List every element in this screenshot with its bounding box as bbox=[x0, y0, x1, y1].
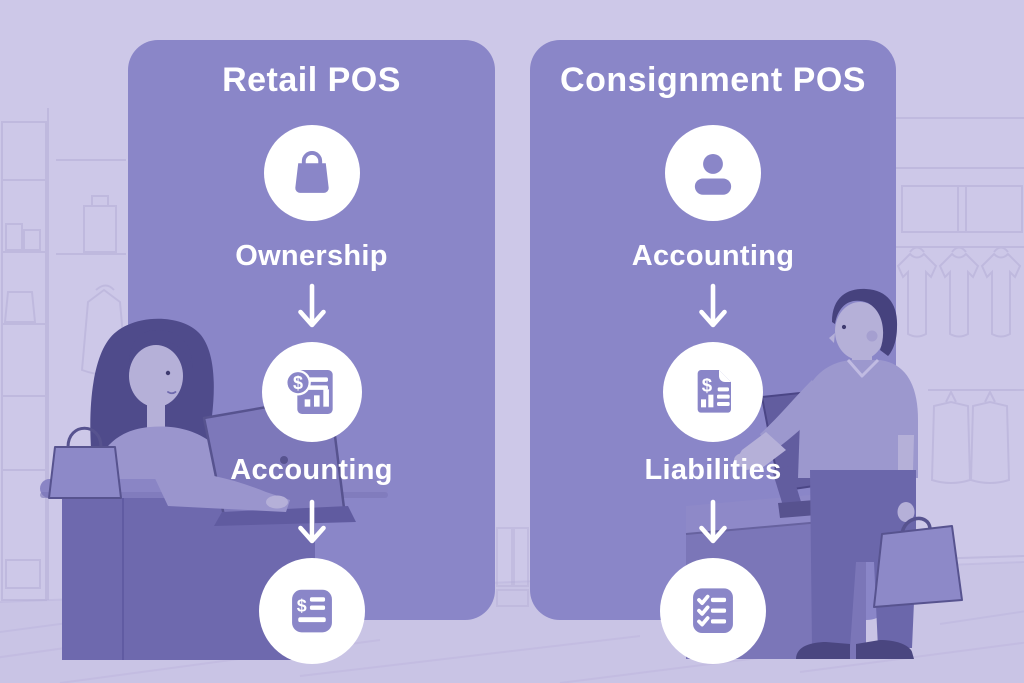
down-arrow-icon bbox=[128, 499, 495, 545]
accounting-label: Accounting bbox=[631, 239, 795, 272]
svg-text:$: $ bbox=[702, 374, 713, 395]
svg-text:$: $ bbox=[296, 596, 306, 616]
left-shelving-outline bbox=[1, 108, 128, 601]
liabilities-label: Liabilities bbox=[644, 453, 782, 486]
person-icon bbox=[665, 125, 761, 221]
down-arrow-icon bbox=[128, 283, 495, 329]
consignment-pos-flow: Consignment POS Accounting $ bbox=[530, 40, 896, 683]
right-clothing-racks-outline bbox=[895, 117, 1024, 561]
checklist-icon bbox=[660, 558, 766, 664]
consignment-pos-title: Consignment POS bbox=[560, 60, 866, 99]
retail-pos-flow: Retail POS Ownership bbox=[128, 40, 495, 683]
receipt-icon: $ bbox=[258, 558, 365, 664]
down-arrow-icon bbox=[530, 499, 896, 545]
retail-pos-title: Retail POS bbox=[222, 60, 401, 99]
accounting-report-icon: $ bbox=[261, 342, 362, 442]
shopping-bag-icon bbox=[263, 125, 360, 221]
liabilities-report-icon: $ bbox=[663, 342, 763, 442]
center-wall-panel-outline bbox=[496, 527, 529, 607]
svg-text:$: $ bbox=[292, 373, 302, 393]
accounting-label: Accounting bbox=[230, 453, 393, 486]
down-arrow-icon bbox=[530, 283, 896, 329]
ownership-label: Ownership bbox=[235, 239, 388, 272]
